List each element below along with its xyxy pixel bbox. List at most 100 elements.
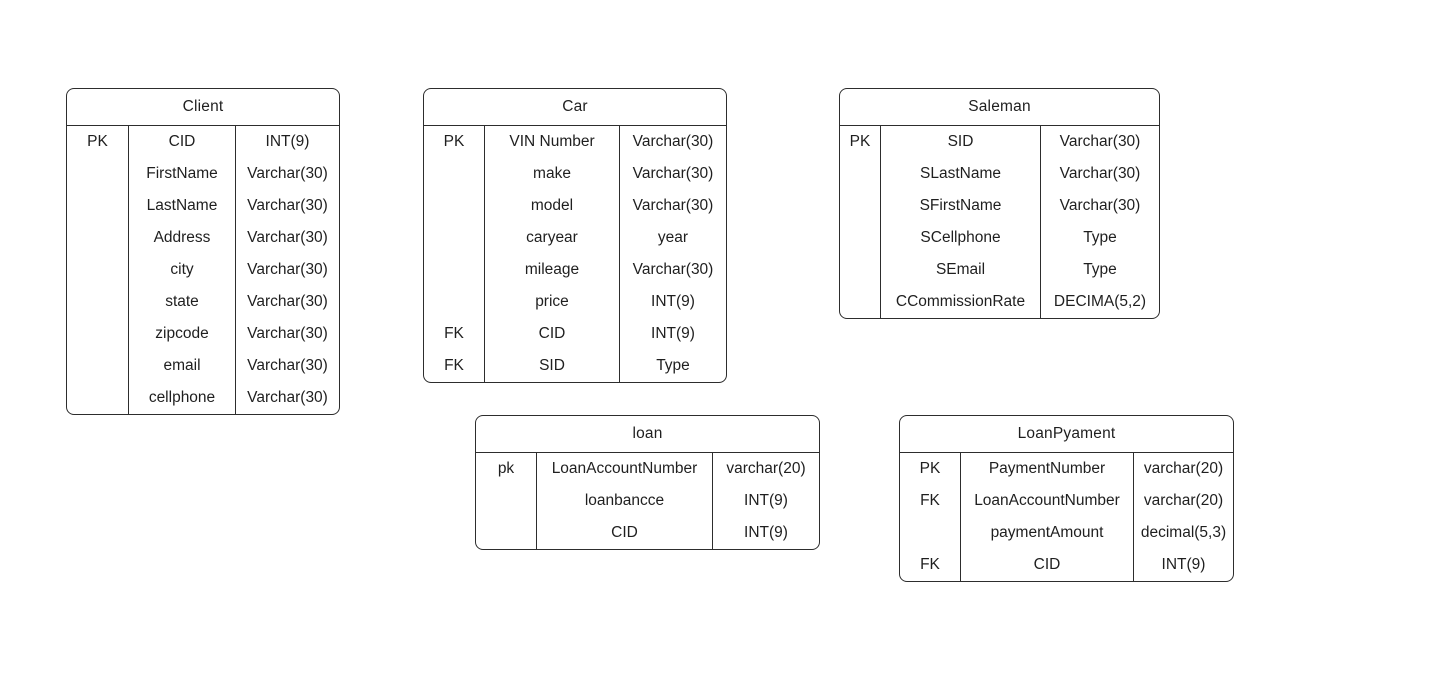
key-indicator-cell (840, 190, 880, 222)
field-name-cell: state (128, 286, 235, 318)
field-name-cell: Address (128, 222, 235, 254)
key-indicator-cell (840, 286, 880, 318)
field-type-cell: Varchar(30) (619, 190, 726, 222)
field-name-cell: PaymentNumber (960, 453, 1133, 485)
field-type-cell: INT(9) (619, 318, 726, 350)
field-name-cell: model (484, 190, 619, 222)
field-name-cell: CID (960, 549, 1133, 581)
field-name-cell: CID (128, 126, 235, 158)
field-type-cell: INT(9) (712, 485, 819, 517)
field-name-cell: FirstName (128, 158, 235, 190)
field-name-cell: loanbancce (536, 485, 712, 517)
field-name-cell: LoanAccountNumber (536, 453, 712, 485)
field-type-cell: Varchar(30) (235, 190, 339, 222)
table-title: loan (476, 416, 819, 453)
key-indicator-cell (900, 517, 960, 549)
key-indicator-cell (424, 158, 484, 190)
field-type-cell: varchar(20) (1133, 485, 1233, 517)
table-title: Client (67, 89, 339, 126)
field-name-cell: SFirstName (880, 190, 1040, 222)
field-name-cell: paymentAmount (960, 517, 1133, 549)
field-name-cell: SCellphone (880, 222, 1040, 254)
field-type-cell: INT(9) (235, 126, 339, 158)
field-type-cell: varchar(20) (1133, 453, 1233, 485)
field-type-cell: Varchar(30) (619, 254, 726, 286)
key-indicator-cell: PK (919, 460, 941, 477)
table-title: Saleman (840, 89, 1159, 126)
key-indicator-cell (840, 158, 880, 190)
field-name-cell: LoanAccountNumber (960, 485, 1133, 517)
field-name-cell: CID (536, 517, 712, 549)
key-indicator-cell (67, 382, 128, 414)
field-type-cell: Varchar(30) (235, 222, 339, 254)
table-title: Car (424, 89, 726, 126)
key-indicator-cell (424, 190, 484, 222)
key-indicator-cell: PK (849, 133, 871, 150)
field-type-cell: INT(9) (619, 286, 726, 318)
key-indicator-cell (424, 254, 484, 286)
field-name-cell: zipcode (128, 318, 235, 350)
field-name-cell: CCommissionRate (880, 286, 1040, 318)
field-type-cell: Type (619, 350, 726, 382)
field-type-cell: INT(9) (1133, 549, 1233, 581)
key-indicator-cell (476, 485, 536, 517)
key-indicator-cell: FK (920, 556, 940, 573)
field-type-cell: Varchar(30) (235, 382, 339, 414)
field-name-cell: SID (880, 126, 1040, 158)
field-type-cell: year (619, 222, 726, 254)
field-name-cell: make (484, 158, 619, 190)
key-indicator-cell (67, 318, 128, 350)
field-name-cell: SID (484, 350, 619, 382)
field-type-cell: INT(9) (712, 517, 819, 549)
table-title: LoanPyament (900, 416, 1233, 453)
field-type-cell: Type (1040, 222, 1159, 254)
key-indicator-cell: FK (444, 325, 464, 342)
field-type-cell: Varchar(30) (1040, 158, 1159, 190)
field-type-cell: varchar(20) (712, 453, 819, 485)
field-type-cell: Varchar(30) (619, 126, 726, 158)
field-name-cell: SLastName (880, 158, 1040, 190)
key-indicator-cell (840, 254, 880, 286)
field-name-cell: city (128, 254, 235, 286)
key-indicator-cell (67, 286, 128, 318)
key-indicator-cell: pk (497, 460, 515, 477)
field-name-cell: caryear (484, 222, 619, 254)
key-indicator-cell (67, 158, 128, 190)
key-indicator-cell (476, 517, 536, 549)
key-indicator-cell (424, 222, 484, 254)
field-name-cell: LastName (128, 190, 235, 222)
field-type-cell: Varchar(30) (235, 318, 339, 350)
key-indicator-cell (67, 254, 128, 286)
field-name-cell: VIN Number (484, 126, 619, 158)
field-name-cell: SEmail (880, 254, 1040, 286)
field-name-cell: mileage (484, 254, 619, 286)
field-name-cell: cellphone (128, 382, 235, 414)
field-type-cell: Varchar(30) (235, 286, 339, 318)
field-type-cell: Varchar(30) (235, 254, 339, 286)
field-type-cell: DECIMA(5,2) (1040, 286, 1159, 318)
key-indicator-cell: PK (87, 133, 108, 150)
key-indicator-cell: PK (443, 133, 465, 150)
field-type-cell: Varchar(30) (235, 158, 339, 190)
field-type-cell: decimal(5,3) (1133, 517, 1233, 549)
field-type-cell: Varchar(30) (1040, 190, 1159, 222)
key-indicator-cell (840, 222, 880, 254)
key-indicator-cell (67, 222, 128, 254)
key-indicator-cell: FK (444, 357, 464, 374)
key-indicator-cell (67, 190, 128, 222)
key-indicator-cell: FK (920, 492, 940, 509)
field-type-cell: Varchar(30) (1040, 126, 1159, 158)
field-name-cell: CID (484, 318, 619, 350)
field-type-cell: Varchar(30) (619, 158, 726, 190)
key-indicator-cell (67, 350, 128, 382)
